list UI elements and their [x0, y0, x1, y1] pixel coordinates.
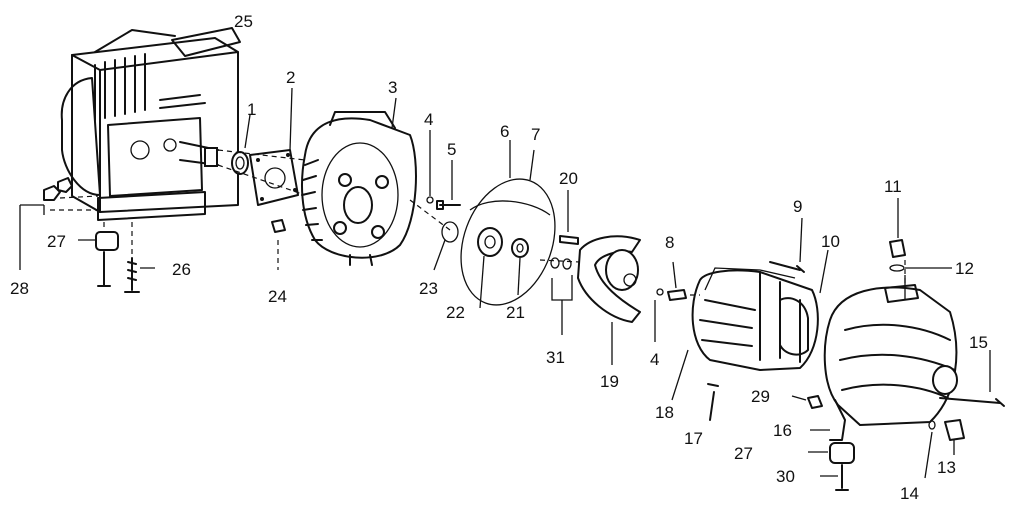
callout-17: 17	[684, 429, 703, 448]
wear-plate	[577, 235, 641, 365]
bolt-8	[667, 261, 687, 301]
callout-1: 1	[247, 100, 256, 119]
callout-15: 15	[969, 333, 988, 352]
callout-27-right: 27	[734, 444, 753, 463]
washer-4b	[654, 288, 664, 342]
callout-13: 13	[937, 458, 956, 477]
callout-6: 6	[500, 122, 509, 141]
callout-14: 14	[900, 484, 919, 503]
callout-29: 29	[751, 387, 770, 406]
pump-bracket	[301, 97, 417, 266]
o-ring-23	[433, 221, 459, 271]
callout-22: 22	[446, 303, 465, 322]
gasket	[249, 87, 299, 206]
callout-2: 2	[286, 68, 295, 87]
drain-plug	[944, 419, 965, 455]
callout-labels: 25 2 3 1 4 5 6 7 20 11 9 10 8 12 27 26 2…	[10, 12, 988, 503]
engine-mount-hardware	[19, 177, 155, 293]
screw-9	[769, 217, 805, 273]
callout-19: 19	[600, 372, 619, 391]
callout-18: 18	[655, 403, 674, 422]
callout-24: 24	[268, 287, 287, 306]
callout-30: 30	[776, 467, 795, 486]
callout-28: 28	[10, 279, 29, 298]
washer-and-bolt	[426, 130, 461, 210]
pump-cover	[823, 275, 958, 426]
callout-5: 5	[447, 140, 456, 159]
volute-plate	[460, 140, 556, 306]
engine	[60, 27, 241, 221]
shaft-seal	[231, 114, 251, 175]
callout-12: 12	[955, 259, 974, 278]
washers-31	[550, 257, 573, 335]
shaft-seal-21	[511, 238, 529, 296]
callout-3: 3	[388, 78, 397, 97]
callout-20: 20	[559, 169, 578, 188]
callout-7: 7	[531, 125, 540, 144]
screw-17	[707, 383, 719, 421]
fill-plug	[889, 198, 906, 258]
callout-9: 9	[793, 197, 802, 216]
assembly-lines	[217, 149, 906, 296]
mount-foot	[810, 399, 846, 441]
nut-29	[791, 395, 823, 409]
callout-21: 21	[506, 303, 525, 322]
volute-casing	[671, 249, 829, 401]
callout-23: 23	[419, 279, 438, 298]
rubber-foot-right	[808, 442, 855, 491]
o-ring-12	[889, 264, 952, 272]
callout-31: 31	[546, 348, 565, 367]
callout-10: 10	[821, 232, 840, 251]
key-20	[559, 190, 579, 245]
callout-8: 8	[665, 233, 674, 252]
washer-14	[924, 420, 936, 479]
callout-4-top: 4	[424, 110, 433, 129]
callout-11: 11	[884, 177, 902, 196]
callout-16: 16	[773, 421, 792, 440]
callout-27-left: 27	[47, 232, 66, 251]
callout-26: 26	[172, 260, 191, 279]
bolt-24	[271, 219, 286, 270]
bolt-15	[939, 350, 1005, 407]
callout-4-bottom: 4	[650, 350, 659, 369]
callout-25: 25	[234, 12, 253, 31]
impeller	[477, 227, 503, 309]
